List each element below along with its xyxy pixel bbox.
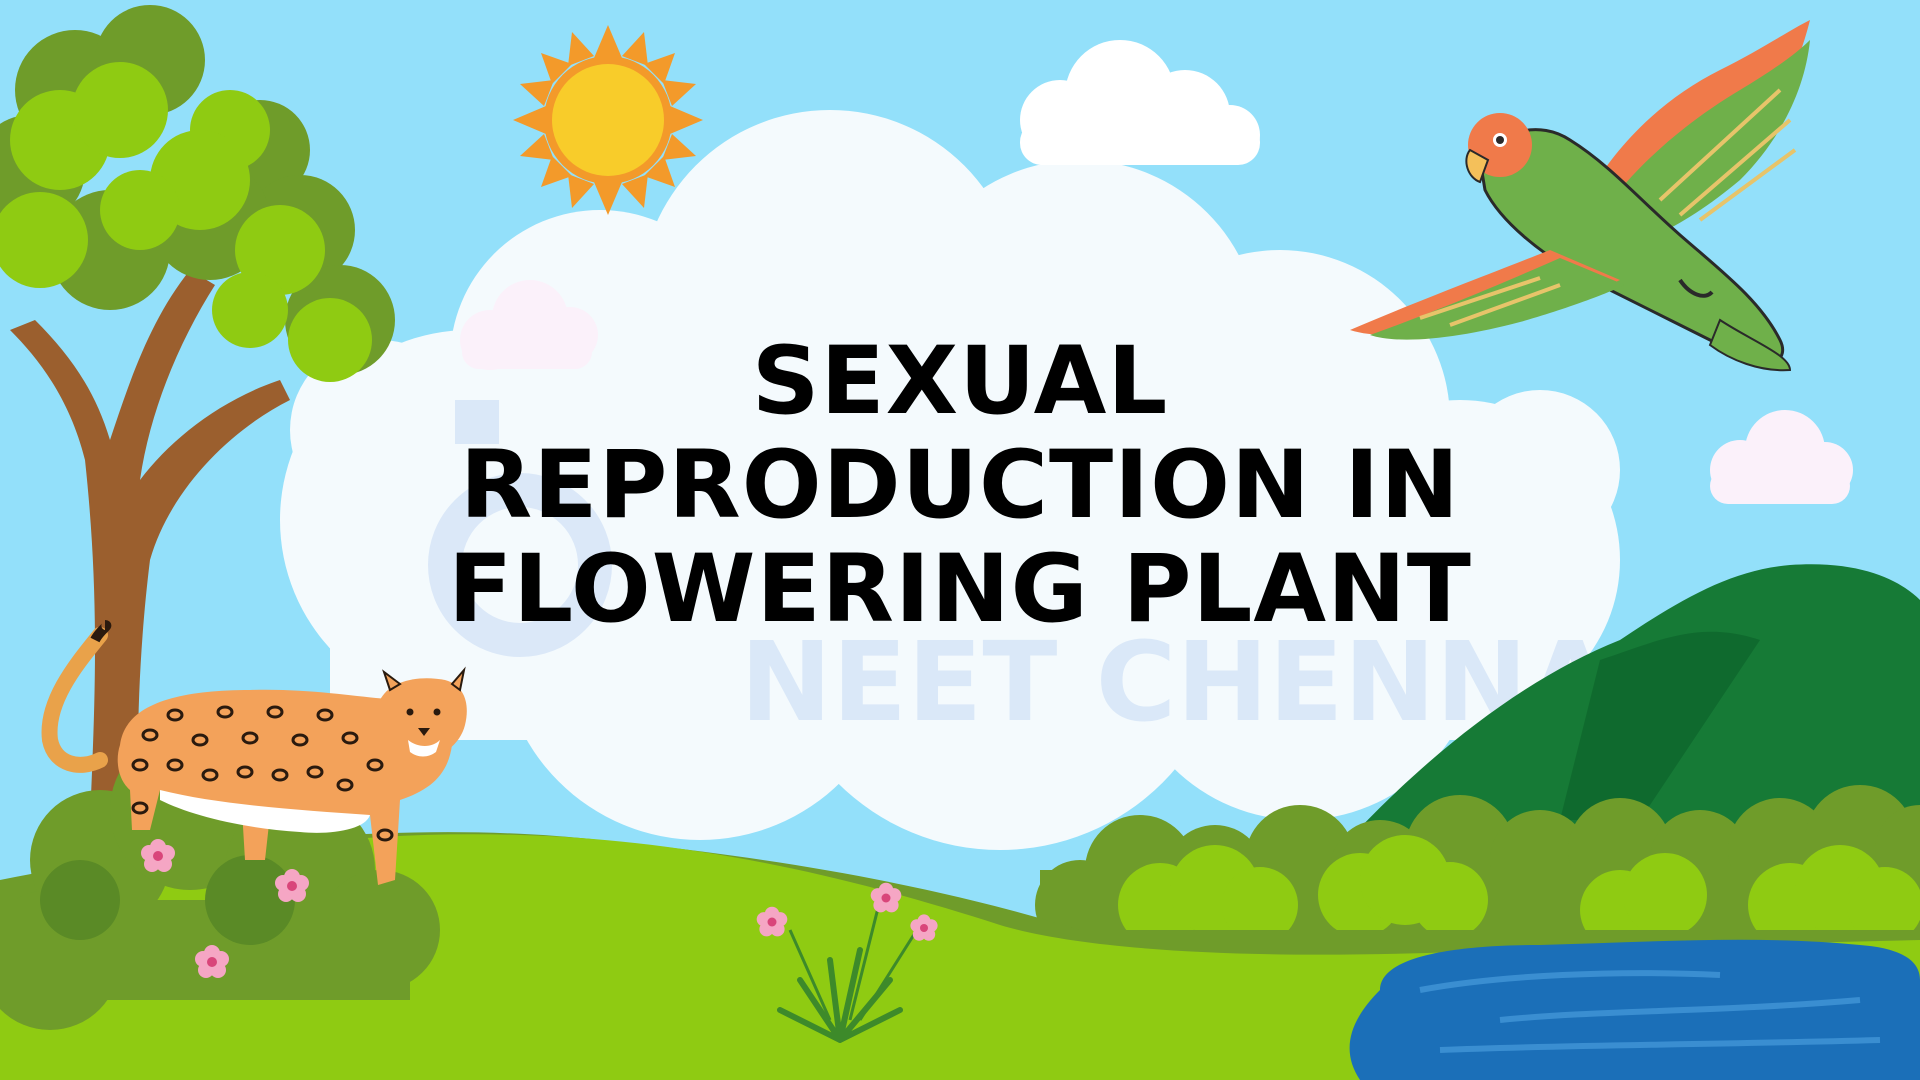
title-line-3: FLOWERING PLANT [448, 535, 1472, 644]
pond-icon [1349, 939, 1920, 1080]
title-line-2: REPRODUCTION IN [459, 431, 1461, 540]
flower-icon-cluster [756, 882, 938, 1043]
cloud-icon-small-left [460, 280, 598, 370]
title-line-1: SEXUAL [751, 327, 1169, 436]
jaguar-icon [41, 620, 467, 885]
tree-icon [0, 5, 395, 820]
cloud-icon [1020, 40, 1260, 165]
sun-icon [513, 25, 703, 215]
cloud-icon-small-right [1710, 410, 1853, 504]
slide-title: SEXUAL REPRODUCTION IN FLOWERING PLANT [360, 330, 1560, 642]
big-cloud-icon [280, 110, 1620, 850]
parrot-icon [1350, 20, 1810, 372]
